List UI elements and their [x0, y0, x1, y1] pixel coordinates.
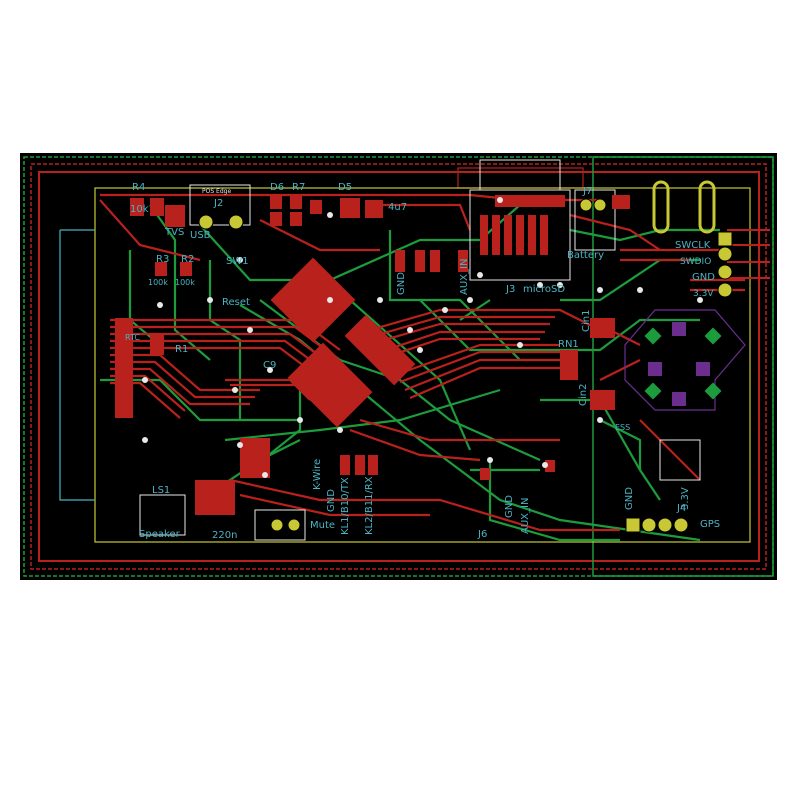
ref-c9: C9: [263, 360, 276, 371]
ref-j7: J7: [582, 186, 592, 197]
label-220n: 220n: [212, 530, 237, 541]
label-4u7: 4u7: [388, 202, 407, 213]
smd-pads: [115, 195, 630, 515]
label-gnd-j6: GND: [504, 495, 515, 518]
label-aux-in: AUX_IN: [459, 259, 470, 295]
label-kl2: KL2/B11/RX: [364, 476, 375, 535]
zone-outlines: [23, 156, 774, 577]
board-edge: [94, 187, 751, 543]
ref-d6: D6: [270, 182, 284, 193]
ref-j6: J6: [477, 529, 487, 540]
ref-rn1: RN1: [558, 339, 579, 350]
label-kl1: KL1/B10/TX: [340, 477, 351, 535]
label-speaker: Speaker: [139, 529, 181, 540]
label-kwire: K-Wire: [312, 459, 323, 490]
ref-r4-value: 10k: [130, 204, 149, 215]
label-swd-3v3: 3.3V: [693, 289, 714, 299]
label-gps: GPS: [700, 519, 720, 530]
gps-outline: [59, 229, 95, 501]
ref-r4: R4: [132, 182, 145, 193]
ref-r3: R3: [156, 254, 169, 265]
label-usb: USB: [190, 230, 211, 241]
ref-sw1: SW1: [226, 256, 249, 267]
label-mute: Mute: [310, 520, 335, 531]
label-3v3-gps: 3.3V: [680, 487, 691, 510]
label-battery: Battery: [567, 250, 604, 261]
label-swclk: SWCLK: [675, 240, 711, 251]
label-ess: ESS: [615, 423, 630, 432]
label-microsd: microSD: [523, 284, 565, 295]
label-pos-edge: POS Edge: [202, 188, 231, 195]
label-swdio: SWDIO: [680, 257, 711, 267]
label-gnd-k: GND: [326, 489, 337, 512]
silkscreen-outlines: [139, 159, 701, 541]
ref-r2: R2: [181, 254, 194, 265]
usb-slot-pads: [652, 180, 716, 234]
ref-j3: J3: [505, 284, 515, 295]
ref-d5: D5: [338, 182, 352, 193]
label-swd-gnd: GND: [692, 272, 715, 283]
label-rtc: RTC: [125, 333, 140, 342]
label-tvs: TVS: [164, 227, 184, 238]
label-reset: Reset: [222, 297, 250, 308]
label-gnd-gps: GND: [624, 487, 635, 510]
label-r100k-a: 100k: [148, 278, 168, 287]
ref-cin2: Cin2: [578, 384, 589, 406]
functional-labels: TVS USB POS Edge Reset 100k 100k 4u7 mic…: [125, 188, 720, 541]
label-gnd-top: GND: [396, 272, 407, 295]
ref-j4: J4: [676, 503, 686, 514]
ref-j2: J2: [213, 198, 223, 209]
ref-r1: R1: [175, 344, 188, 355]
vias: [142, 197, 703, 478]
ref-cin1: Cin1: [581, 310, 592, 332]
label-aux-j6: AUX_IN: [520, 498, 531, 534]
joystick-footprint: [624, 309, 746, 411]
through-hole-pads: [198, 198, 733, 533]
ref-r7: R7: [292, 182, 305, 193]
reference-designators: R4 10k D6 R7 D5 J2 J7 SW1 R3 R2 R1 RN1 C…: [130, 182, 686, 540]
swd-edge-traces: [727, 229, 770, 279]
label-r100k-b: 100k: [175, 278, 195, 287]
ref-ls1: LS1: [152, 485, 170, 496]
